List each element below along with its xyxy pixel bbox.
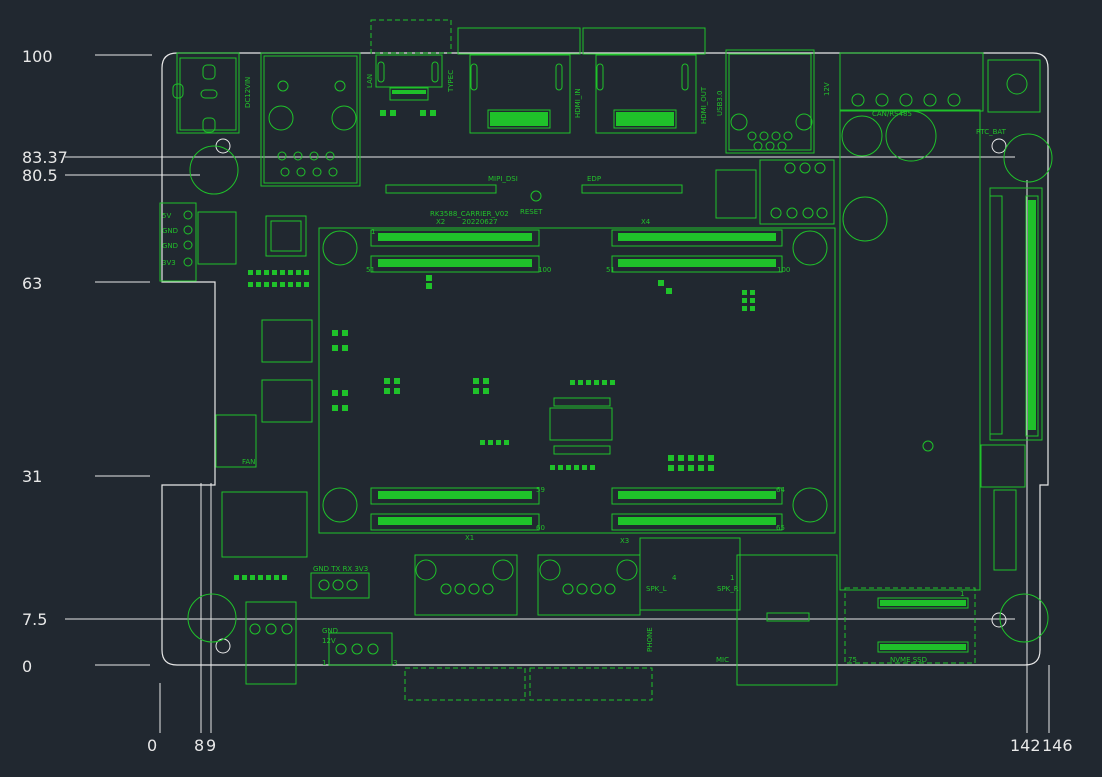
label-x4: X4: [641, 218, 651, 226]
label-mipi-dsi: MIPI_DSI: [488, 175, 518, 183]
label-nvme: NVME SSD: [890, 656, 927, 664]
dim-label-x0: 0: [147, 736, 157, 755]
label-board-date: 20220627: [462, 218, 498, 226]
label-spk-r-pin1: 1: [730, 574, 734, 582]
label-can-rs485: CAN/RS485: [872, 110, 912, 118]
label-gnd-1: GND: [162, 227, 178, 235]
label-pwr-pin3: 3: [393, 659, 397, 667]
label-pwr-gnd: GND: [322, 627, 338, 635]
label-x2-pin1: 1: [371, 228, 375, 236]
label-x2-pin51: 51: [366, 266, 375, 274]
label-mic: MIC: [716, 656, 729, 664]
label-rtc-bat: RTC_BAT: [976, 128, 1007, 136]
label-x3: X3: [620, 537, 629, 545]
dim-label-31: 31: [22, 467, 42, 486]
label-nvme-pin75: 75: [848, 656, 857, 664]
label-nvme-pin1: 1: [960, 590, 964, 598]
label-uart: GND TX RX 3V3: [313, 565, 368, 573]
label-pwr-12v: 12V: [322, 637, 336, 645]
dim-label-x8: 8: [194, 736, 204, 755]
label-usb30: USB3.0: [716, 90, 724, 116]
mounting-holes: [215, 138, 1007, 654]
label-x2: X2: [436, 218, 445, 226]
dim-label-x146: 146: [1042, 736, 1073, 755]
label-x3-pin65: 65: [776, 524, 785, 532]
dimension-labels: 100 83.37 80.5 63 31 7.5 0 0 8 9 142 146: [22, 47, 1073, 755]
dim-label-80-5: 80.5: [22, 166, 58, 185]
label-x4-pin51: 51: [606, 266, 615, 274]
label-3v3: 3V3: [162, 259, 176, 267]
label-edp: EDP: [587, 175, 601, 183]
dim-label-83-37: 83.37: [22, 148, 68, 167]
label-spk-l-pin4: 4: [672, 574, 677, 582]
dim-label-63: 63: [22, 274, 42, 293]
label-gnd-2: GND: [162, 242, 178, 250]
label-x1-pin59: 59: [536, 486, 545, 494]
dim-label-100: 100: [22, 47, 53, 66]
label-fan: FAN: [242, 458, 255, 466]
label-board-name: RK3588_CARRIER_V02: [430, 210, 509, 218]
label-x4-pin100: 100: [777, 266, 790, 274]
dimension-lines: [65, 54, 1050, 733]
label-spk-l: SPK_L: [646, 585, 667, 593]
label-x2-pin100: 100: [538, 266, 551, 274]
dim-label-0: 0: [22, 657, 32, 676]
label-x1: X1: [465, 534, 474, 542]
dim-label-x9: 9: [206, 736, 216, 755]
label-hdmi-out: HDMI_OUT: [700, 86, 708, 124]
label-phone: PHONE: [646, 627, 654, 652]
label-reset: RESET: [520, 208, 543, 216]
label-x3-pin64: 64: [776, 486, 785, 494]
label-power-12v: 12V: [823, 82, 831, 96]
label-dc12vin: DC12VIN: [244, 77, 252, 108]
label-hdmi-in: HDMI_IN: [574, 88, 582, 118]
label-lan: LAN: [366, 74, 374, 88]
label-x1-pin60: 60: [536, 524, 545, 532]
label-5v: 5V: [162, 212, 171, 220]
pcb-components: DC12VIN LAN TYPEC HDMI_IN: [159, 19, 1053, 701]
board-outline: [161, 52, 1049, 666]
dim-label-7-5: 7.5: [22, 610, 47, 629]
label-typec: TYPEC: [447, 70, 455, 93]
label-spk-r: SPK_R: [717, 585, 739, 593]
dim-label-x142: 142: [1010, 736, 1041, 755]
label-pwr-pin1: 1: [322, 659, 326, 667]
